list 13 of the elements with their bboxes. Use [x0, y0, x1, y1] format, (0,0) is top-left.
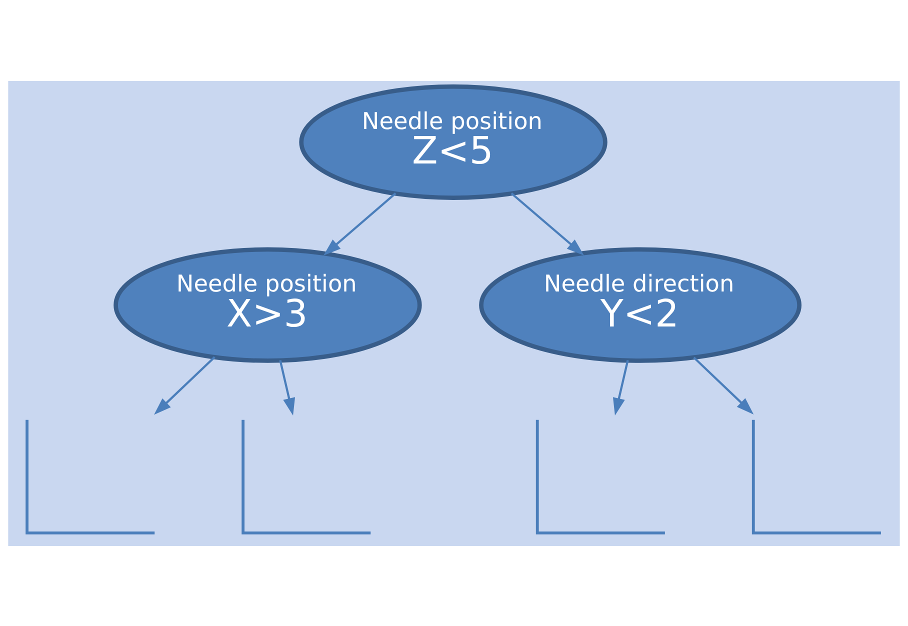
arrow	[510, 192, 584, 255]
node-ellipse: Needle position Z<5	[299, 84, 608, 200]
node-ellipse: Needle position X>3	[114, 246, 422, 362]
node-ellipse: Needle direction Y<2	[479, 246, 802, 362]
arrow	[324, 192, 396, 255]
picture	[752, 419, 881, 534]
picture	[26, 419, 155, 534]
arrow	[279, 360, 296, 416]
arrow	[693, 356, 754, 414]
picture	[536, 419, 665, 534]
picture	[242, 419, 371, 534]
arrow	[154, 356, 216, 414]
arrow	[612, 360, 629, 416]
